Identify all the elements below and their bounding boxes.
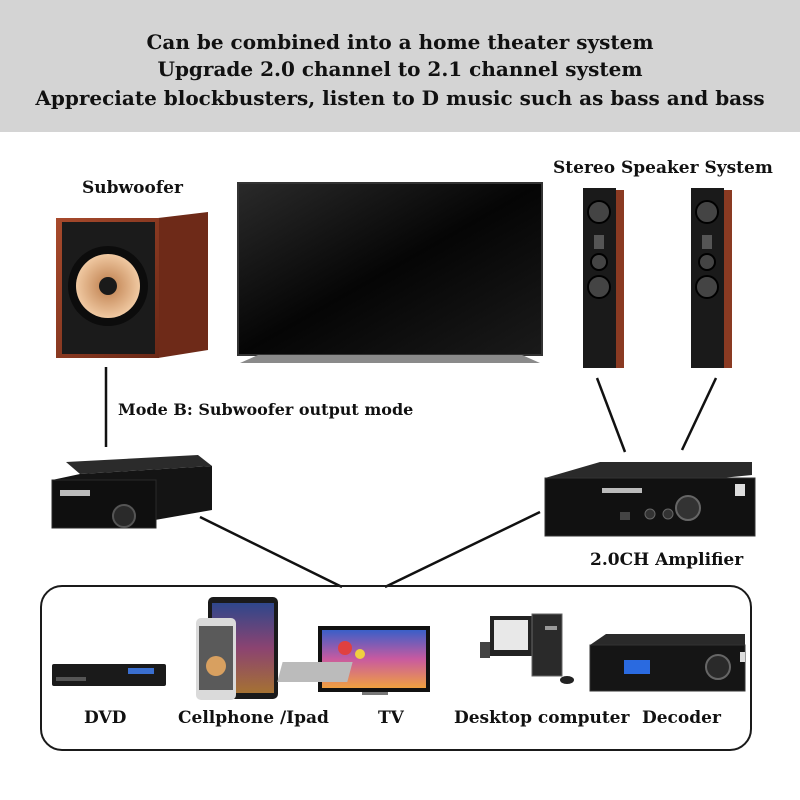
header-banner: Can be combined into a home theater syst… xyxy=(0,0,800,132)
desktop-computer-icon xyxy=(277,613,574,684)
source-label-cellphone: Cellphone /Ipad xyxy=(178,708,329,728)
speaker-left-to-amp-line xyxy=(595,377,627,453)
phone-tablet-icon xyxy=(196,597,278,700)
mode-b-label: Mode B: Subwoofer output mode xyxy=(118,400,414,419)
banner-line-2: Upgrade 2.0 channel to 2.1 channel syste… xyxy=(157,57,643,81)
speaker-left-icon xyxy=(583,188,624,368)
banner-line-1: Can be combined into a home theater syst… xyxy=(146,30,654,54)
subwoofer-label: Subwoofer xyxy=(82,178,183,198)
source-label-desktop: Desktop computer xyxy=(454,708,630,728)
source-label-dvd: DVD xyxy=(84,708,127,728)
sources-panel xyxy=(40,585,752,751)
source-label-decoder: Decoder xyxy=(642,708,721,728)
banner-line-3: Appreciate blockbusters, listen to D mus… xyxy=(35,86,765,110)
television-icon xyxy=(237,182,543,363)
subwoofer-amplifier-icon xyxy=(51,455,212,529)
speaker-right-to-amp-line xyxy=(680,377,718,451)
subamp-to-sources-line xyxy=(199,515,343,589)
dvd-player-icon xyxy=(52,664,166,686)
subwoofer-icon xyxy=(56,212,208,358)
stereo-system-label: Stereo Speaker System xyxy=(553,158,773,178)
amp-to-sources-line xyxy=(384,510,541,589)
connection-lines xyxy=(104,367,718,589)
source-label-tv: TV xyxy=(378,708,404,728)
amplifier-label: 2.0CH Amplifier xyxy=(590,550,744,570)
speaker-right-icon xyxy=(691,188,732,368)
stereo-amplifier-icon xyxy=(544,462,756,537)
decoder-icon xyxy=(589,634,746,692)
